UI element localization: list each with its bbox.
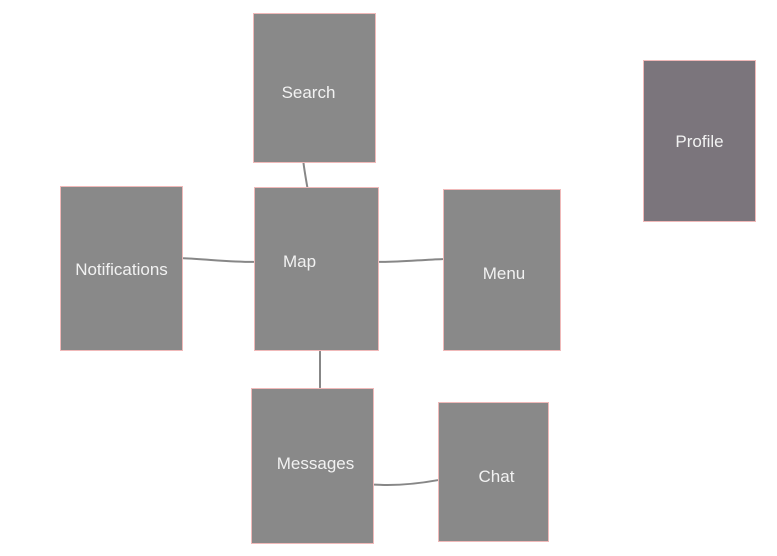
node-menu-label: Menu bbox=[482, 263, 526, 283]
node-profile-label: Profile bbox=[675, 131, 724, 151]
connector-notifications-map[interactable] bbox=[182, 257, 255, 263]
node-messages[interactable]: Messages bbox=[251, 388, 374, 544]
node-messages-label: Messages bbox=[276, 453, 355, 473]
connector-search-map[interactable] bbox=[302, 162, 309, 188]
node-notifications-label: Notifications bbox=[75, 260, 168, 279]
node-chat-label: Chat bbox=[478, 466, 515, 486]
node-search[interactable]: Search bbox=[253, 13, 376, 163]
node-notifications[interactable]: Notifications bbox=[60, 186, 183, 351]
node-map-label: Map bbox=[282, 251, 317, 271]
node-map[interactable]: Map bbox=[254, 187, 379, 351]
node-chat[interactable]: Chat bbox=[438, 402, 549, 542]
node-profile[interactable]: Profile bbox=[643, 60, 756, 222]
node-menu[interactable]: Menu bbox=[443, 189, 561, 351]
connector-messages-chat[interactable] bbox=[373, 479, 439, 486]
connector-map-menu[interactable] bbox=[378, 258, 444, 263]
node-search-label: Search bbox=[281, 82, 336, 102]
